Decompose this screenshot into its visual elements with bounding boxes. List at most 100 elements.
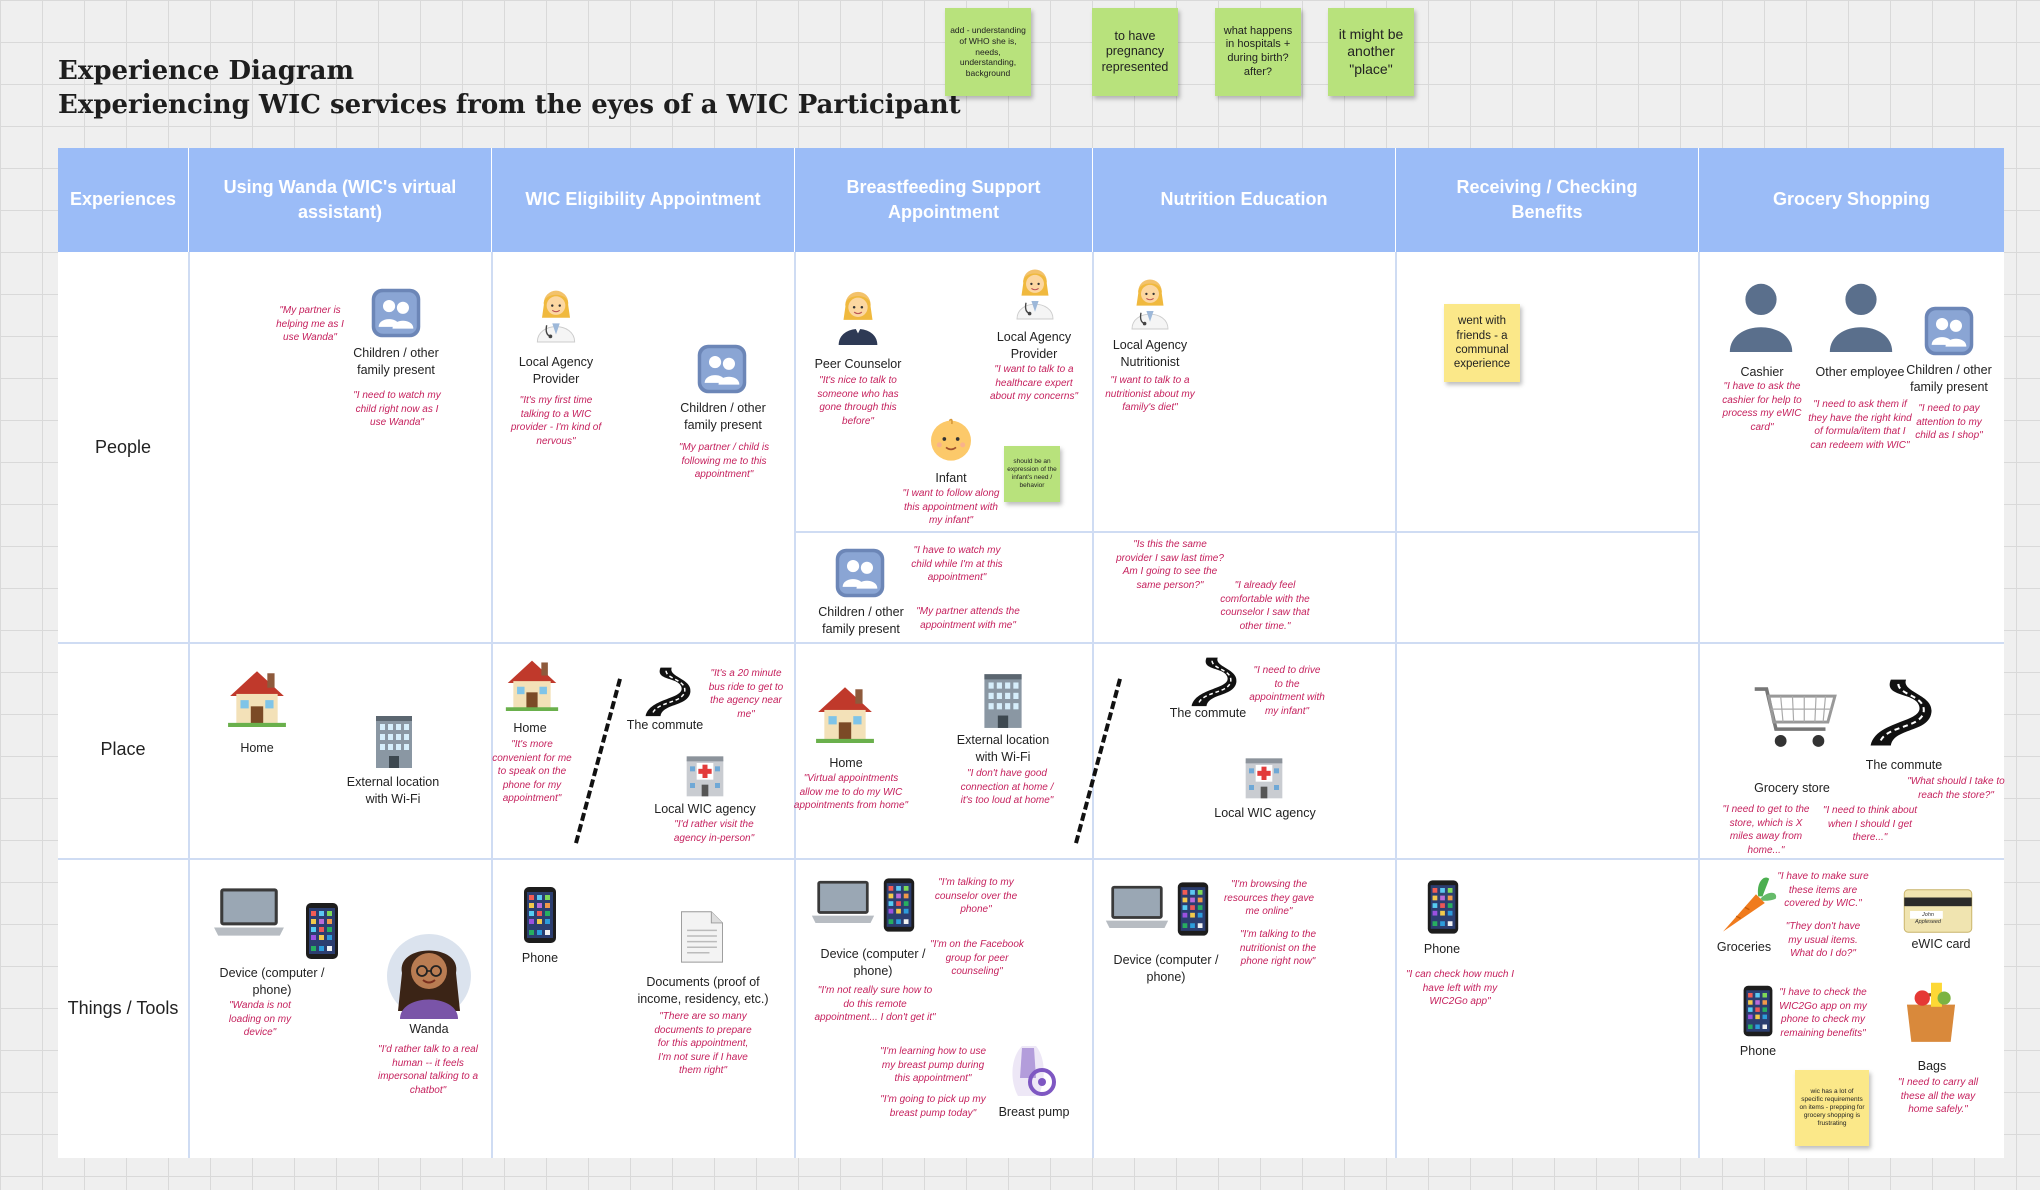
quote-browsing-resources: "I'm browsing the resources they gave me…: [1223, 879, 1315, 917]
shopping-cart-icon: [1752, 687, 1837, 749]
family-icon: [835, 548, 885, 598]
quote-healthcare-expert: "I want to talk to a healthcare expert a…: [989, 364, 1079, 402]
quote-real-human: "I'd rather talk to a real human -- it f…: [377, 1044, 479, 1096]
laptop-icon: [214, 888, 284, 936]
quote-drive-with-infant: "I need to drive to the appointment with…: [1249, 665, 1325, 717]
row-divider: [58, 858, 2004, 860]
diagram-subtitle: Experiencing WIC services from the eyes …: [58, 90, 961, 120]
quote-what-to-take: "What should I take to reach the store?": [1907, 776, 2005, 801]
quote-remote-appointment: "I'm not really sure how to do this remo…: [814, 985, 936, 1023]
label-grocery-store: Grocery store: [1754, 781, 1830, 795]
label-local-wic-agency: Local WIC agency: [654, 802, 756, 816]
header-nutrition: Nutrition Education: [1093, 148, 1395, 252]
header-breastfeeding: Breastfeeding Support Appointment: [795, 148, 1092, 252]
label-breast-pump: Breast pump: [998, 1105, 1070, 1119]
sticky-note-infant-need[interactable]: should be an expression of the infant's …: [1004, 446, 1060, 502]
quote-watch-child: "I need to watch my child right now as I…: [353, 390, 441, 428]
sticky-note-communal[interactable]: went with friends - a communal experienc…: [1444, 304, 1520, 382]
quote-bad-connection: "I don't have good connection at home / …: [960, 768, 1054, 806]
column-divider: [491, 252, 493, 1158]
label-home: Home: [240, 741, 274, 755]
label-infant: Infant: [935, 471, 967, 485]
quote-more-convenient: "It's more convenient for me to speak on…: [492, 739, 572, 804]
label-phone: Phone: [1739, 1044, 1777, 1058]
family-icon: [697, 344, 747, 394]
label-phone: Phone: [1423, 942, 1461, 956]
label-external-location: External location with Wi-Fi: [956, 733, 1050, 764]
label-documents: Documents (proof of income, residency, e…: [637, 975, 769, 1006]
laptop-icon: [811, 880, 875, 923]
quote-nice-to-talk: "It's nice to talk to someone who has go…: [817, 375, 899, 427]
label-the-commute: The commute: [1865, 758, 1943, 772]
quote-remaining-benefits: "I have to check the WIC2Go app on my ph…: [1779, 987, 1867, 1039]
quote-learning-pump: "I'm learning how to use my breast pump …: [879, 1046, 987, 1084]
card-name: John Appleseed: [1915, 912, 1941, 926]
provider-icon: [1016, 268, 1054, 320]
building-icon: [376, 716, 412, 768]
quote-visit-in-person: "I'd rather visit the agency in-person": [673, 819, 755, 844]
peer-counselor-icon: [838, 291, 878, 346]
quote-wanda-not-loading: "Wanda is not loading on my device": [228, 1000, 292, 1038]
ewic-card-icon: [1903, 889, 1973, 933]
label-the-commute: The commute: [1169, 706, 1247, 720]
sticky-note-frustrating[interactable]: wic has a lot of specific requirements o…: [1795, 1070, 1869, 1146]
quote-pick-up-pump: "I'm going to pick up my breast pump tod…: [880, 1094, 986, 1119]
column-divider: [1395, 252, 1397, 1158]
quote-virtual-appointments: "Virtual appointments allow me to do my …: [793, 773, 909, 811]
label-home: Home: [513, 721, 547, 735]
label-device: Device (computer / phone): [820, 947, 926, 978]
sticky-note-another-place[interactable]: it might be another "place": [1328, 8, 1414, 96]
quote-same-provider: "Is this the same provider I saw last ti…: [1116, 539, 1224, 591]
label-children-family: Children / other family present: [818, 605, 904, 636]
phone-icon: [1743, 985, 1773, 1037]
sticky-note-pregnancy[interactable]: to have pregnancy represented: [1092, 8, 1178, 96]
label-device: Device (computer / phone): [219, 966, 325, 997]
quote-partner-attends: "My partner attends the appointment with…: [916, 606, 1020, 631]
home-icon: [816, 687, 874, 743]
home-icon: [228, 671, 286, 727]
carrot-icon: [1722, 876, 1777, 933]
breast-pump-icon: [1010, 1044, 1056, 1098]
laptop-icon: [1105, 885, 1169, 928]
label-local-agency-nutritionist: Local Agency Nutritionist: [1112, 338, 1188, 369]
diagram-title: Experience Diagram: [58, 56, 354, 86]
label-local-agency-provider: Local Agency Provider: [518, 355, 594, 386]
header-eligibility: WIC Eligibility Appointment: [492, 148, 794, 252]
label-children-family: Children / other family present: [353, 346, 439, 377]
column-divider: [1698, 252, 1700, 1158]
document-icon: [680, 910, 724, 963]
quote-facebook-group: "I'm on the Facebook group for peer coun…: [930, 939, 1024, 977]
road-icon: [1869, 678, 1933, 747]
quote-talking-nutritionist: "I'm talking to the nutritionist on the …: [1239, 929, 1317, 967]
header-wanda: Using Wanda (WIC's virtual assistant): [189, 148, 491, 252]
family-icon: [1924, 306, 1974, 356]
quote-partner-following: "My partner / child is following me to t…: [678, 442, 770, 480]
row-label-place: Place: [100, 739, 146, 759]
quote-miles-away: "I need to get to the store, which is X …: [1722, 804, 1810, 856]
provider-icon: [536, 289, 576, 343]
label-device: Device (computer / phone): [1113, 953, 1219, 984]
quote-carry-home: "I need to carry all these all the way h…: [1897, 1077, 1979, 1115]
family-icon: [371, 288, 421, 338]
road-icon: [644, 666, 692, 717]
column-divider: [794, 252, 796, 1158]
quote-right-formula: "I need to ask them if they have the rig…: [1808, 399, 1912, 451]
phone-icon: [306, 903, 338, 959]
sticky-note-hospitals[interactable]: what happens in hospitals + during birth…: [1215, 8, 1301, 96]
cashier-icon: [1729, 283, 1793, 353]
quote-many-documents: "There are so many documents to prepare …: [654, 1011, 752, 1076]
phone-icon: [883, 878, 915, 932]
grocery-bags-icon: [1905, 981, 1957, 1044]
road-icon: [1190, 656, 1238, 707]
quote-bus-ride: "It's a 20 minute bus ride to get to the…: [708, 668, 784, 720]
quote-watch-child-appointment: "I have to watch my child while I'm at t…: [911, 545, 1003, 583]
header-experiences: Experiences: [58, 148, 188, 252]
infant-icon: [930, 418, 972, 462]
label-local-wic-agency: Local WIC agency: [1214, 806, 1316, 820]
employee-icon: [1829, 283, 1893, 353]
column-divider: [1092, 252, 1094, 1158]
label-external-location: External location with Wi-Fi: [346, 775, 440, 806]
phone-icon: [1427, 880, 1459, 934]
quote-wic2go-app: "I can check how much I have left with m…: [1405, 969, 1515, 1007]
sticky-note-who-she-is[interactable]: add - understanding of WHO she is, needs…: [945, 8, 1031, 96]
